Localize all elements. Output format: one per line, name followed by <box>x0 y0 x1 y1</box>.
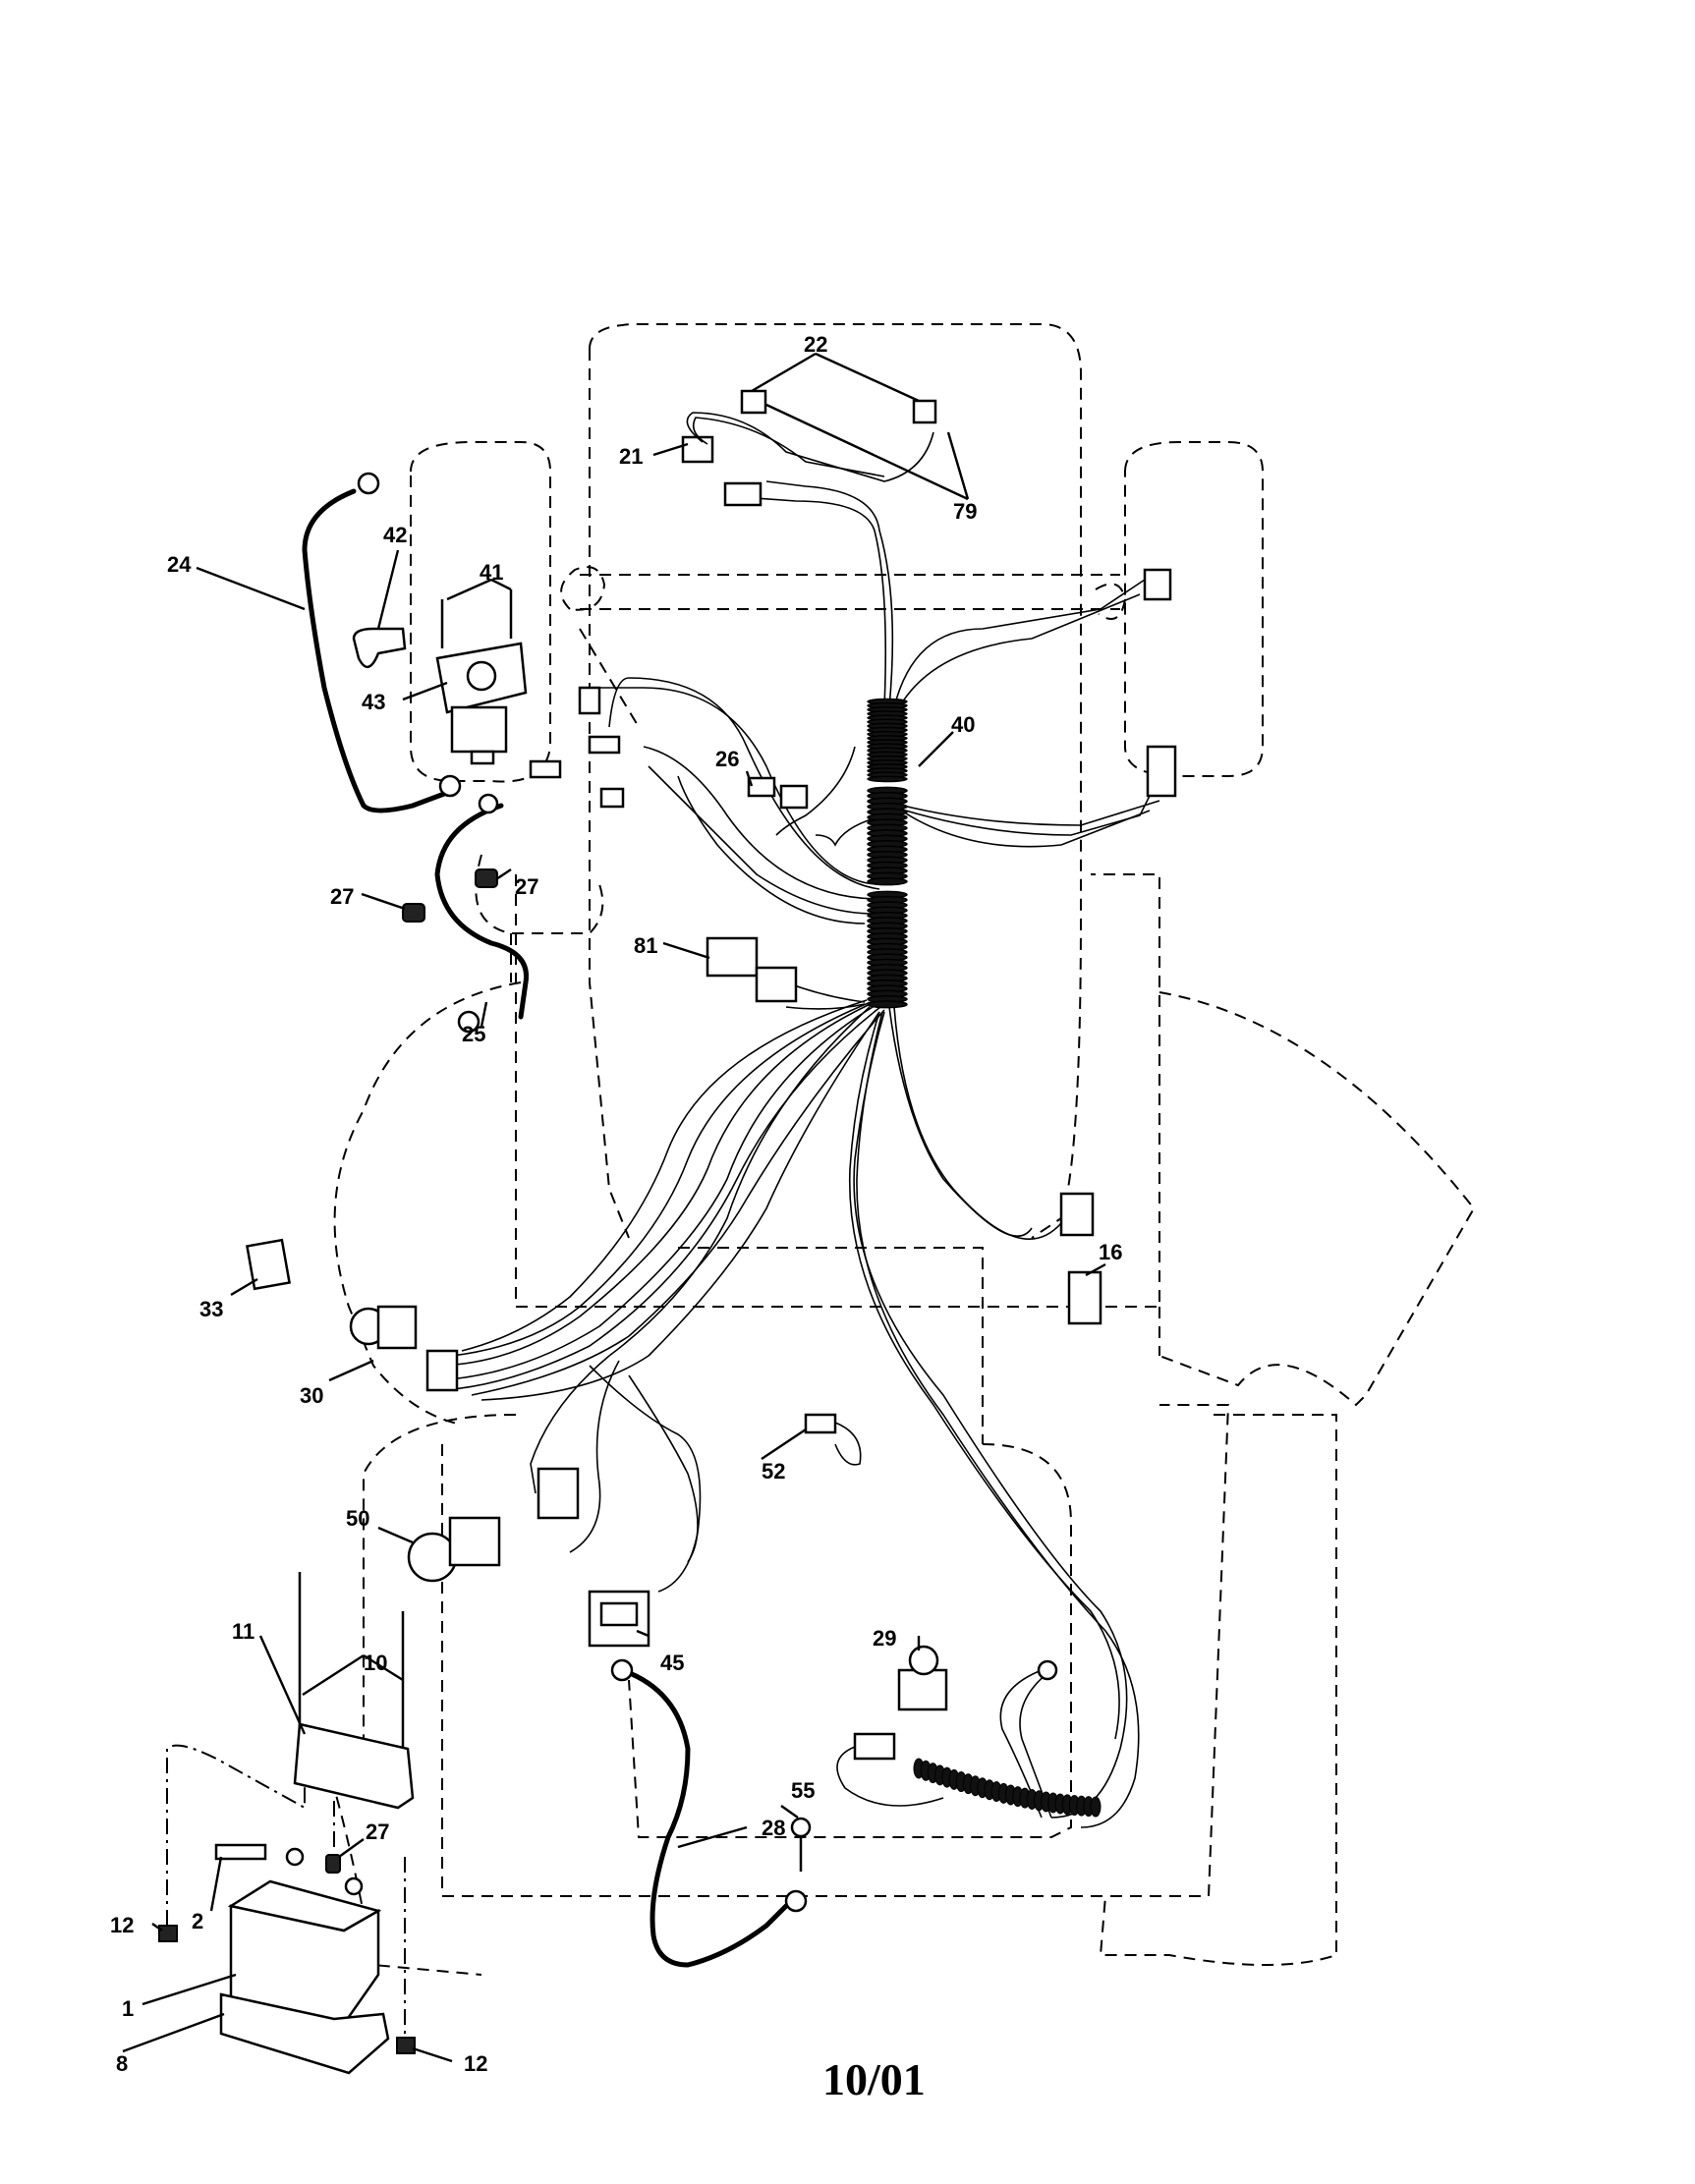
bolt-55 <box>790 1817 812 1838</box>
callout-55: 55 <box>791 1778 815 1803</box>
connector-multi <box>537 1467 580 1520</box>
connector-29 <box>853 1732 896 1761</box>
callout-24: 24 <box>167 552 192 577</box>
main-harness <box>431 480 1160 1828</box>
callout-41: 41 <box>480 560 503 585</box>
battery-cables <box>302 488 789 1968</box>
relay-81 <box>706 936 759 978</box>
callout-40: 40 <box>951 712 975 737</box>
callout-10: 10 <box>364 1651 387 1675</box>
callout-81: 81 <box>634 933 657 958</box>
connector-21 <box>681 435 714 464</box>
hour-meter-45 <box>588 1590 650 1648</box>
callout-33: 33 <box>199 1297 223 1321</box>
callout-52: 52 <box>762 1459 785 1484</box>
connector-right-b <box>1146 745 1177 798</box>
ring-terminal-25a <box>478 793 499 814</box>
callout-16: 16 <box>1099 1240 1122 1264</box>
connector-52 <box>804 1413 837 1434</box>
callout-30: 30 <box>300 1383 323 1408</box>
callout-21: 21 <box>619 444 643 469</box>
connector-21b <box>723 481 763 507</box>
nut-27b <box>475 868 498 888</box>
fuse-holder-a <box>529 759 562 779</box>
ring-terminal-29 <box>1037 1659 1058 1681</box>
callout-11: 11 <box>232 1619 254 1644</box>
ring-terminal-24 <box>357 472 380 495</box>
battery-tray-8 <box>219 1992 390 2075</box>
bracket-11 <box>293 1722 415 1810</box>
nut-27a <box>402 903 425 923</box>
connector-16 <box>1067 1270 1102 1325</box>
coiled-wire <box>913 1758 1102 1818</box>
callout-28: 28 <box>762 1816 785 1840</box>
callout-45: 45 <box>660 1651 684 1675</box>
callout-25: 25 <box>462 1022 485 1046</box>
ring-terminal-24b <box>438 774 462 798</box>
callout-42: 42 <box>383 523 407 547</box>
callout-50: 50 <box>346 1506 369 1531</box>
ring-terminal-25 <box>457 1010 480 1034</box>
harness-conduit <box>867 698 908 1009</box>
connector-16a <box>1059 1192 1095 1237</box>
switch-22b <box>912 399 937 424</box>
footer-date: 10/01 <box>822 2054 926 2104</box>
callout-8: 8 <box>116 2051 128 2076</box>
callout-22: 22 <box>804 332 827 357</box>
boot-42 <box>352 627 407 668</box>
callout-labels: 24 42 41 43 27 27 25 22 21 79 40 26 81 1… <box>110 332 1122 2076</box>
nut-27c <box>325 1854 341 1874</box>
tractor-outline <box>332 323 1476 1976</box>
callout-12b: 12 <box>464 2051 487 2076</box>
pto-clutch-29 <box>897 1668 948 1711</box>
callout-26: 26 <box>715 747 739 771</box>
part-33 <box>246 1238 291 1291</box>
callout-1: 1 <box>122 1996 134 2021</box>
connector-26 <box>747 776 776 798</box>
components <box>158 389 1177 2075</box>
callout-27a: 27 <box>330 884 354 909</box>
switch-22a <box>740 389 767 415</box>
fuse-holder-b <box>588 735 621 755</box>
callout-29: 29 <box>873 1626 896 1651</box>
callout-79: 79 <box>953 499 977 524</box>
nut-12b <box>396 2037 416 2054</box>
bolt-2 <box>214 1843 267 1861</box>
connector-30 <box>425 1349 459 1392</box>
switch-50 <box>448 1516 501 1567</box>
callout-27b: 27 <box>515 874 538 899</box>
leader-lines <box>122 352 1106 2063</box>
callout-43: 43 <box>362 690 385 714</box>
battery-mount-lines <box>166 1729 406 2034</box>
ring-terminal-28b <box>784 1889 808 1913</box>
nut-12a <box>158 1925 178 1942</box>
connector-right-a <box>1143 568 1172 601</box>
callout-12a: 12 <box>110 1913 134 1937</box>
callout-27c: 27 <box>366 1820 389 1844</box>
ring-terminal-28a <box>610 1658 634 1682</box>
callout-2: 2 <box>192 1909 203 1933</box>
